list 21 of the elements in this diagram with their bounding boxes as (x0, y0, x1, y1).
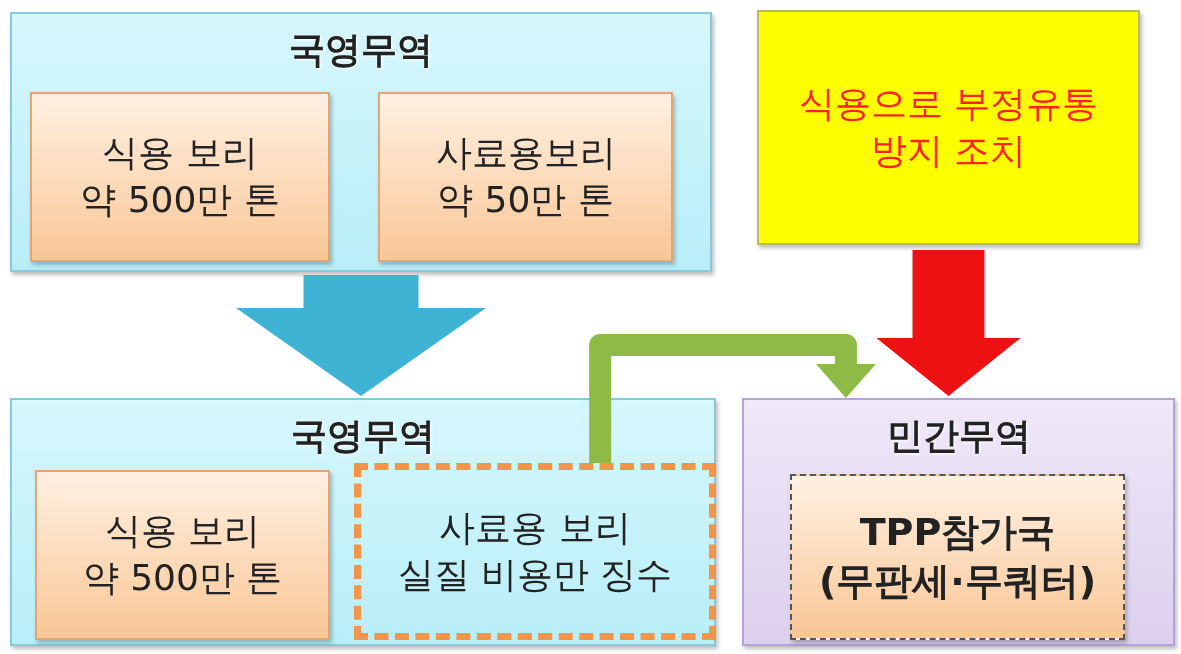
process-box (378, 92, 673, 262)
box-label: 식용 보리 약 500만 톤 (79, 131, 281, 222)
arrow (236, 275, 486, 396)
group-panel (10, 12, 712, 272)
panel-title: 국영무역 (291, 414, 435, 458)
box-label: 식용 보리 약 500만 톤 (81, 509, 284, 600)
process-box (757, 10, 1140, 245)
process-box (30, 92, 330, 262)
box-label: 사료용 보리 실질 비용만 징수 (396, 505, 674, 597)
group-panel (10, 398, 716, 646)
panel-title: 민간무역 (886, 414, 1031, 458)
dashed-box (354, 463, 716, 640)
arrow (876, 250, 1021, 396)
arrow (589, 334, 876, 463)
box-label: TPP참가국 (무판세·무쿼터) (817, 508, 1098, 605)
box-label: 사료용보리 약 50만 톤 (434, 131, 617, 222)
process-box (790, 474, 1125, 640)
process-box (35, 470, 330, 640)
group-panel (742, 398, 1175, 646)
box-label: 식용으로 부정유통 방지 조치 (797, 81, 1100, 173)
panel-title: 국영무역 (289, 28, 433, 72)
